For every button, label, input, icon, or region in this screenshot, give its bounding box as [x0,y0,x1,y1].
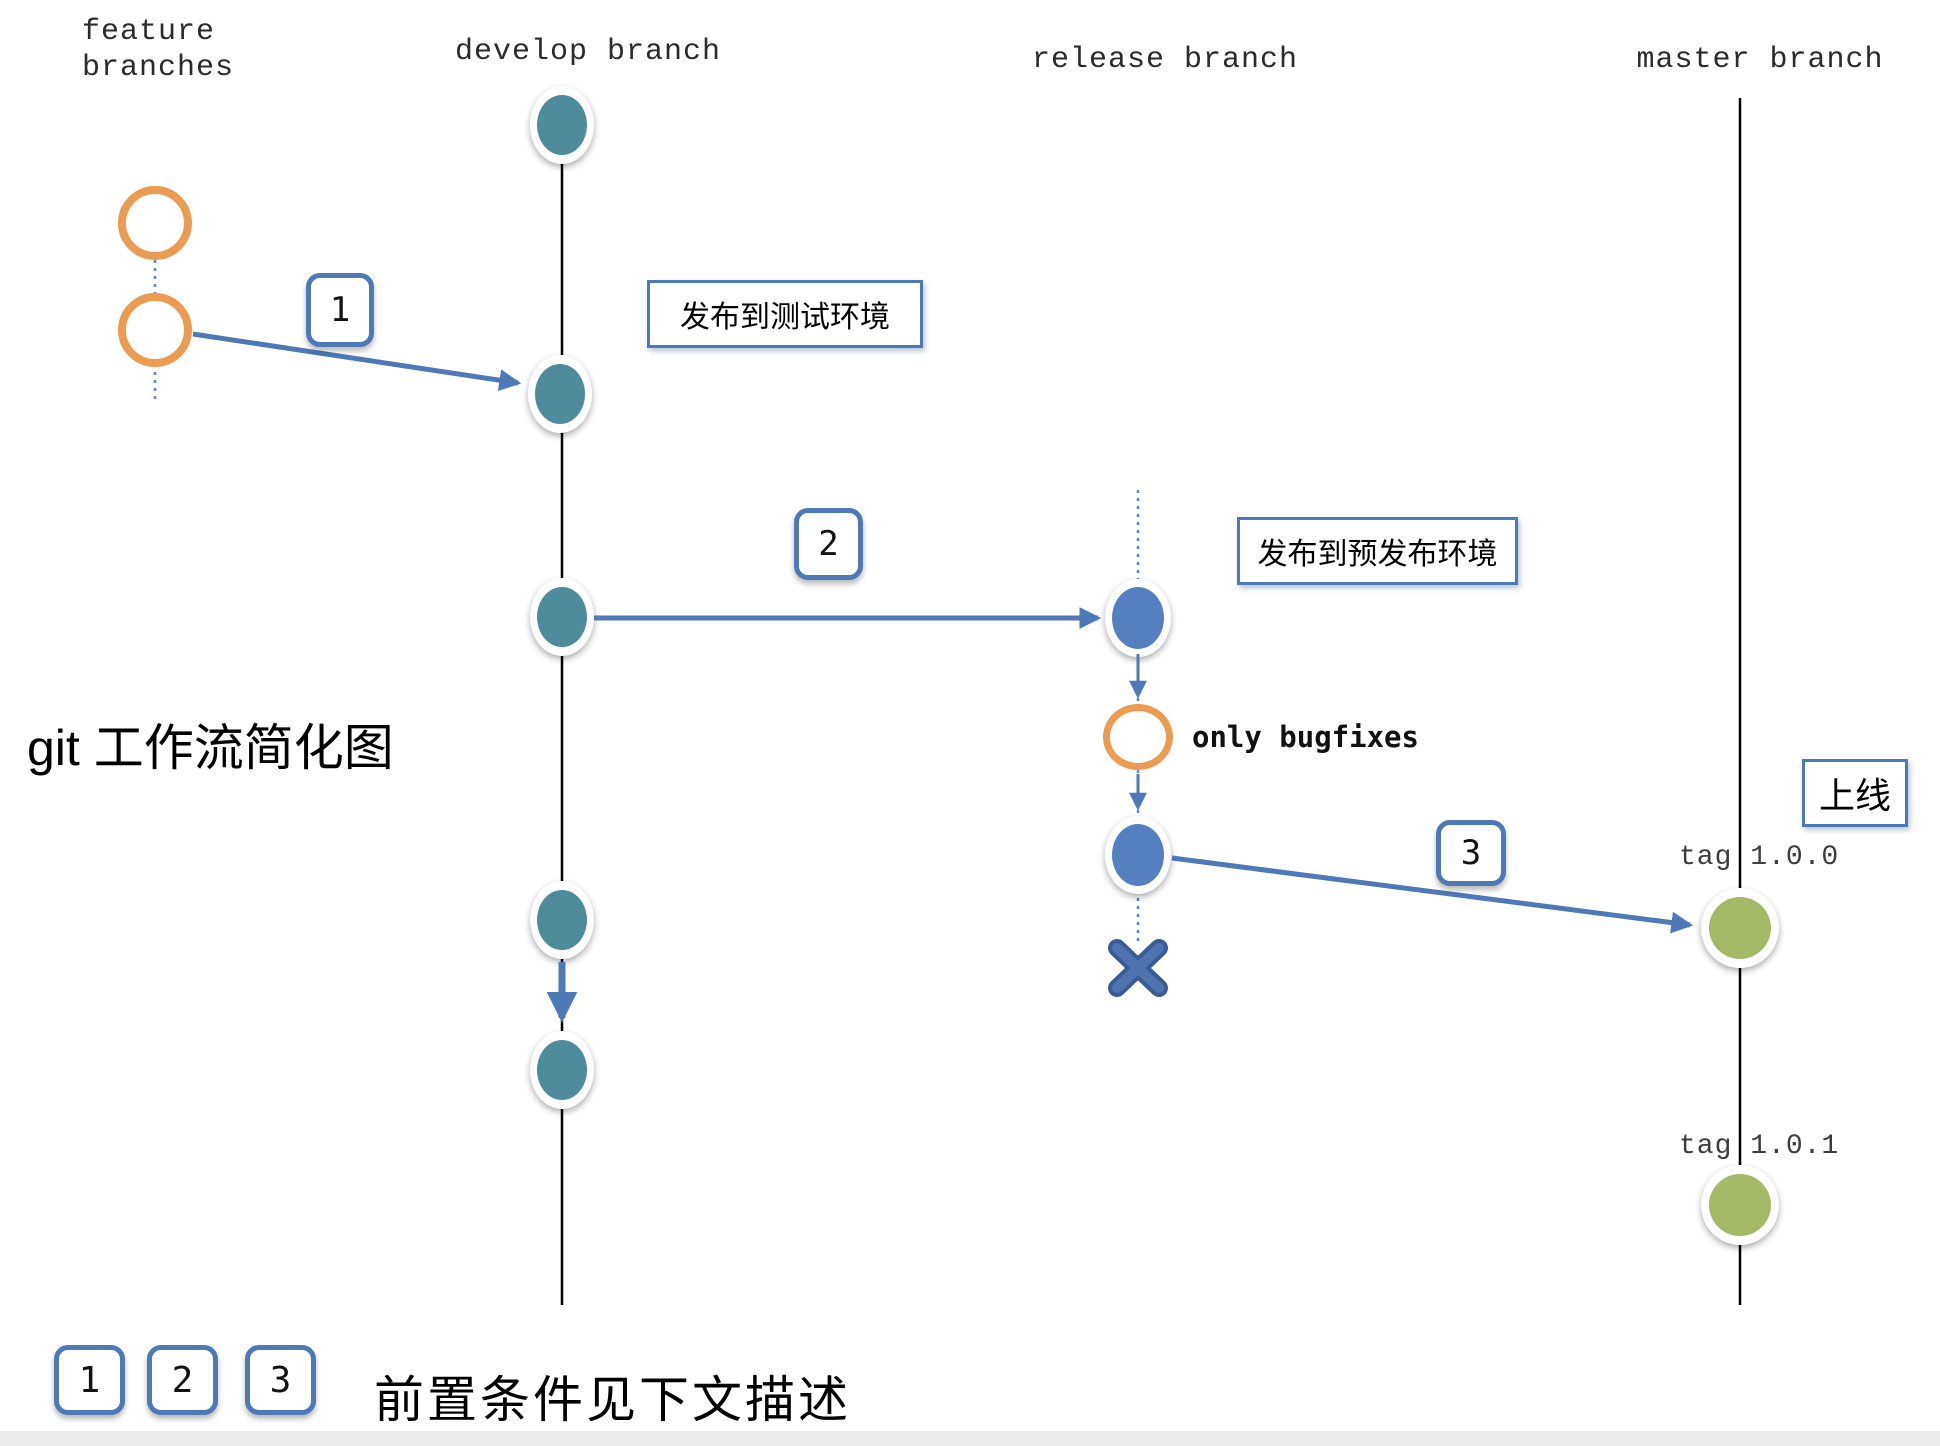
merge-arrow-step3 [1171,855,1694,934]
commit-dot [537,587,587,647]
commit-dot [537,95,587,155]
develop-commit-3 [530,578,594,656]
feature-branch-label-line1: feature [82,15,216,49]
tag-1-0-0-label: tag 1.0.0 [1679,842,1840,873]
master-commit-2 [1701,1165,1779,1245]
develop-commit-1 [530,86,594,164]
diagram-title: git 工作流简化图 [27,720,394,776]
commit-dot [1112,587,1164,649]
branch-end-x-icon [1108,939,1168,997]
release-bugfix-commit [1103,704,1173,770]
commit-dot [535,364,585,424]
develop-commit-5 [530,1031,594,1109]
commit-dot [1709,897,1771,959]
legend-note: 前置条件见下文描述 [374,1372,851,1428]
commit-dot [1112,824,1164,886]
feature-commit-2 [118,293,192,367]
go-live-callout: 上线 [1802,759,1908,827]
legend-badge-1: 1 [54,1345,125,1415]
master-branch-label: master branch [1636,43,1884,77]
release-branch-label: release branch [1031,43,1299,77]
step-1-badge: 1 [306,273,374,347]
step-3-badge: 3 [1436,820,1506,886]
develop-commit-4 [530,881,594,959]
release-commit-2 [1105,816,1171,894]
feature-branch-label-line2: branches [82,51,235,85]
deploy-staging-callout: 发布到预发布环境 [1237,517,1518,585]
legend-badge-2: 2 [147,1345,218,1415]
commit-dot [537,890,587,950]
develop-commit-2 [528,355,592,433]
commit-dot [537,1040,587,1100]
step-2-badge: 2 [794,508,863,580]
commit-dot [1709,1174,1771,1236]
master-commit-1 [1701,888,1779,968]
tag-1-0-1-label: tag 1.0.1 [1679,1131,1840,1162]
develop-branch-label: develop branch [454,35,722,69]
deploy-test-callout: 发布到测试环境 [647,280,923,348]
only-bugfixes-label: only bugfixes [1192,720,1419,754]
release-commit-1 [1105,579,1171,657]
legend-badge-3: 3 [245,1345,316,1415]
feature-commit-1 [118,186,192,260]
bottom-edge-strip [0,1431,1940,1446]
